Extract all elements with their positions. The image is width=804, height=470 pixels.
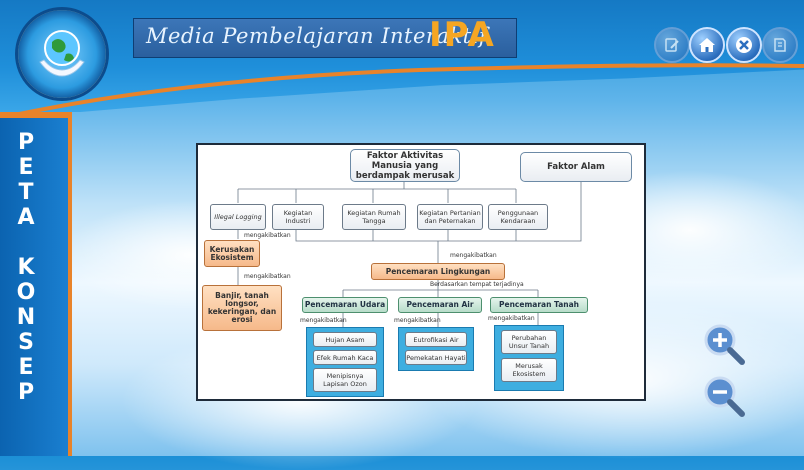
close-button[interactable] — [726, 27, 762, 63]
subject-title: IPA — [429, 15, 496, 55]
link-label: Berdasarkan tempat terjadinya — [430, 281, 524, 288]
activity-node: Kegiatan Pertanian dan Peternakan — [417, 204, 483, 230]
sidebar-letter: E — [18, 355, 34, 380]
effect-node: Perubahan Unsur Tanah — [501, 330, 557, 354]
app-title: Media Pembelajaran Interaktif — [146, 24, 488, 48]
kerusakan-node: Kerusakan Ekosistem — [204, 240, 260, 267]
type-node-tanah: Pencemaran Tanah — [490, 297, 588, 313]
sidebar: P E T A K O N S E P — [0, 118, 72, 456]
activity-node: Penggunaan Kendaraan — [488, 204, 548, 230]
tanah-panel: Perubahan Unsur Tanah Merusak Ekosistem — [494, 325, 564, 391]
title-box: Media Pembelajaran Interaktif IPA — [133, 15, 517, 58]
sidebar-letter: A — [17, 205, 35, 230]
close-icon — [736, 37, 752, 53]
activity-node: Illegal Logging — [210, 204, 266, 230]
home-icon — [699, 38, 715, 52]
zoom-in-button[interactable] — [702, 322, 745, 365]
link-label: mengakibatkan — [300, 317, 347, 324]
alam-node: Faktor Alam — [520, 152, 632, 182]
sidebar-letter: S — [18, 330, 34, 355]
sidebar-letter: E — [18, 155, 34, 180]
link-label: mengakibatkan — [394, 317, 441, 324]
sidebar-letter: N — [16, 305, 36, 330]
pencemaran-node: Pencemaran Lingkungan — [371, 263, 505, 280]
link-label: mengakibatkan — [244, 273, 291, 280]
activity-node: Kegiatan Industri — [272, 204, 324, 230]
effect-node: Efek Rumah Kaca — [313, 350, 377, 365]
effect-node: Eutrofikasi Air — [405, 332, 467, 347]
zoom-out-button[interactable] — [702, 374, 745, 417]
sidebar-letter: T — [18, 180, 34, 205]
link-label: mengakibatkan — [488, 315, 535, 322]
effect-node: Pemekatan Hayati — [405, 350, 467, 365]
zoom-out-icon — [704, 376, 745, 417]
air-panel: Eutrofikasi Air Pemekatan Hayati — [398, 327, 474, 371]
effect-node: Merusak Ekosistem — [501, 358, 557, 382]
globe-hands-icon[interactable] — [18, 10, 106, 98]
home-button[interactable] — [689, 27, 725, 63]
udara-panel: Hujan Asam Efek Rumah Kaca Menipisnya La… — [306, 327, 384, 397]
book-icon — [774, 38, 786, 52]
zoom-in-icon — [704, 324, 745, 365]
root-node: Faktor Aktivitas Manusia yang berdampak … — [350, 149, 460, 182]
map-connectors — [237, 181, 582, 327]
pencil-icon — [665, 38, 679, 52]
effect-node: Menipisnya Lapisan Ozon — [313, 368, 377, 392]
sidebar-label: P E T A K O N S E P — [0, 130, 52, 405]
type-node-udara: Pencemaran Udara — [302, 297, 388, 313]
type-node-air: Pencemaran Air — [398, 297, 482, 313]
info-button[interactable] — [762, 27, 798, 63]
effect-node: Hujan Asam — [313, 332, 377, 347]
sidebar-letter: P — [17, 130, 35, 155]
sidebar-letter: O — [16, 280, 36, 305]
notes-button[interactable] — [654, 27, 690, 63]
sidebar-letter: K — [17, 255, 35, 280]
sidebar-top-edge — [0, 112, 72, 120]
link-label: mengakibatkan — [244, 232, 291, 239]
concept-map: Faktor Aktivitas Manusia yang berdampak … — [196, 143, 646, 401]
banjir-node: Banjir, tanah longsor, kekeringan, dan e… — [202, 285, 282, 331]
activity-node: Kegiatan Rumah Tangga — [342, 204, 406, 230]
sidebar-letter: P — [17, 380, 35, 405]
link-label: mengakibatkan — [450, 252, 497, 259]
